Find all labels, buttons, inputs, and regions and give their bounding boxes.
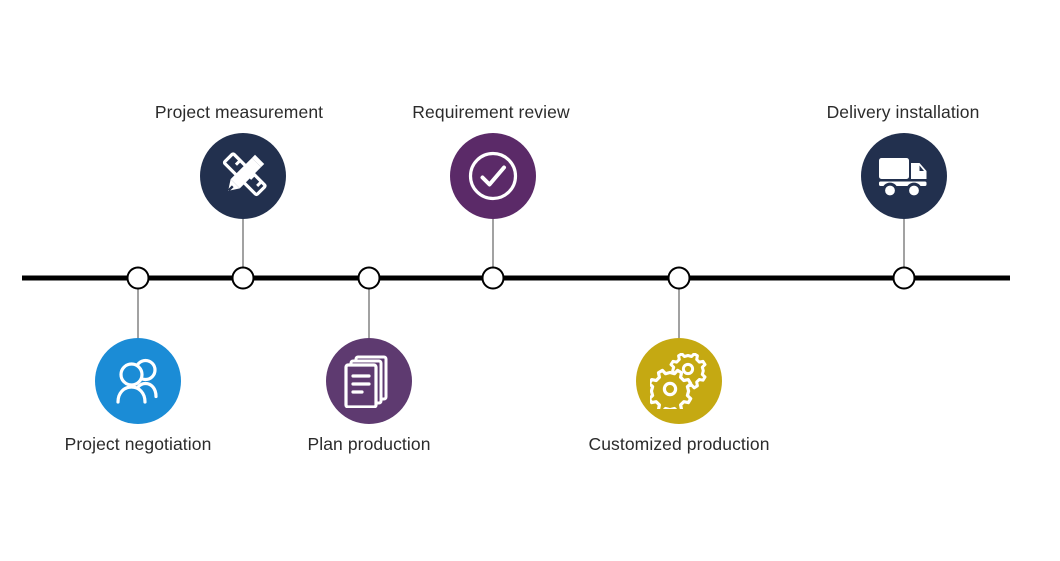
check-circle-icon — [466, 149, 520, 203]
label-delivery-installation: Delivery installation — [826, 102, 980, 122]
timeline-marker-customized-production[interactable] — [667, 266, 691, 290]
timeline-marker-plan-production[interactable] — [357, 266, 381, 290]
people-group-icon — [109, 355, 167, 407]
timeline-marker-delivery-installation[interactable] — [892, 266, 916, 290]
icon-disc-project-measurement[interactable] — [200, 133, 286, 219]
documents-stack-icon — [343, 354, 395, 408]
timeline-marker-project-negotiation[interactable] — [126, 266, 150, 290]
icon-disc-customized-production[interactable] — [636, 338, 722, 424]
label-project-measurement: Project measurement — [154, 102, 324, 122]
label-customized-production: Customized production — [588, 434, 770, 454]
icon-disc-plan-production[interactable] — [326, 338, 412, 424]
icon-disc-delivery-installation[interactable] — [861, 133, 947, 219]
label-requirement-review: Requirement review — [412, 102, 570, 122]
delivery-truck-icon — [876, 152, 932, 200]
label-project-negotiation: Project negotiation — [64, 434, 212, 454]
timeline-marker-project-measurement[interactable] — [231, 266, 255, 290]
label-plan-production: Plan production — [307, 434, 431, 454]
gears-icon — [650, 353, 708, 409]
timeline-marker-requirement-review[interactable] — [481, 266, 505, 290]
icon-disc-requirement-review[interactable] — [450, 133, 536, 219]
icon-disc-project-negotiation[interactable] — [95, 338, 181, 424]
pencil-ruler-icon — [216, 149, 270, 203]
